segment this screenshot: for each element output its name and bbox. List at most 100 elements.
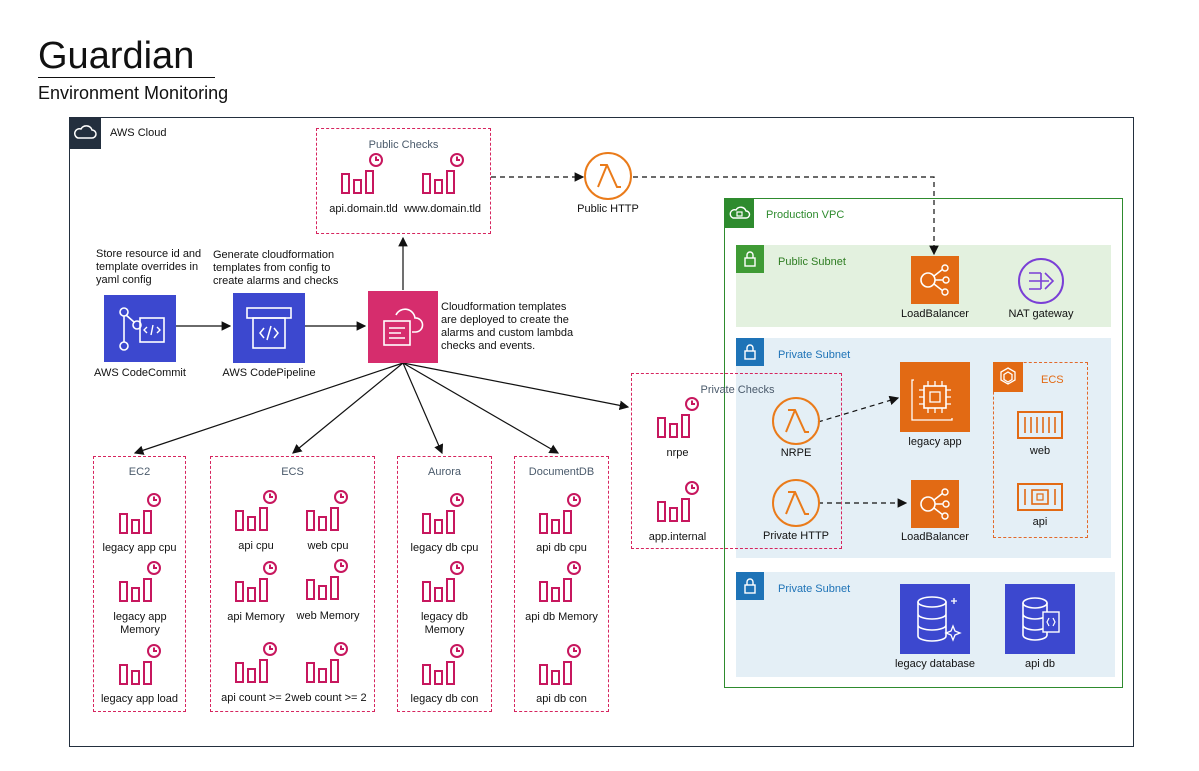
load-balancer-icon — [911, 480, 959, 528]
alarm-icon — [117, 560, 162, 610]
public-checks-title: Public Checks — [368, 139, 439, 151]
alarm-label: api db con — [536, 693, 587, 705]
aws-cloud-icon — [69, 117, 101, 149]
ec2-instance-icon — [900, 362, 970, 432]
alarm-label: web Memory — [296, 610, 360, 622]
arrow-cloudformation-to-documentdb — [402, 362, 560, 454]
cloudformation-icon — [368, 291, 438, 363]
documentdb-title: DocumentDB — [528, 466, 595, 478]
alarm-icon — [339, 152, 384, 202]
codecommit-label: AWS CodeCommit — [94, 367, 186, 379]
private-check-label: app.internal — [648, 531, 707, 543]
title-underline — [38, 77, 215, 78]
lambda-icon — [771, 396, 821, 451]
note-store-config: Store resource id and template overrides… — [96, 248, 202, 286]
alarm-icon — [233, 489, 278, 539]
aurora-title: Aurora — [427, 466, 462, 478]
alarm-icon — [655, 480, 700, 530]
arrow-cloudformation-to-aurora — [402, 362, 444, 455]
alarm-label: legacy app Memory — [113, 611, 167, 636]
public-subnet-label: Public Subnet — [778, 256, 846, 268]
private-loadbalancer-label: LoadBalancer — [901, 531, 969, 543]
api-db-label: api db — [1025, 658, 1055, 670]
alarm-icon — [117, 643, 162, 693]
alarm-icon — [233, 560, 278, 610]
lambda-icon — [771, 478, 821, 533]
alarm-icon — [420, 492, 465, 542]
alarm-icon — [537, 643, 582, 693]
note-generate-templates: Generate cloudformation templates from c… — [213, 249, 339, 287]
alarm-label: web count >= 2 — [291, 692, 367, 704]
arrow-nrpe-to-legacy-app — [817, 395, 900, 423]
private-subnet-1-label: Private Subnet — [778, 349, 851, 361]
ecs-cluster-icon — [993, 362, 1023, 392]
alarm-label: api db Memory — [525, 611, 598, 623]
codecommit-icon — [104, 295, 176, 362]
container-chip-icon — [1016, 480, 1064, 519]
arrow-cloudformation-to-ecs — [292, 362, 404, 454]
alarm-icon — [537, 560, 582, 610]
aurora-database-icon — [900, 584, 970, 654]
alarm-label: legacy db cpu — [410, 542, 479, 554]
alarm-label: web cpu — [307, 540, 349, 552]
arrow-cloudformation-to-private-checks — [402, 362, 630, 411]
arrow-cloudformation-to-ec2 — [133, 362, 404, 455]
public-check-label: www.domain.tld — [403, 203, 482, 215]
note-deploy-templates: Cloudformation templates are deployed to… — [441, 301, 574, 352]
public-loadbalancer-label: LoadBalancer — [901, 308, 969, 320]
aws-cloud-label: AWS Cloud — [110, 127, 167, 139]
alarm-label: legacy app load — [100, 693, 179, 705]
private-check-label: nrpe — [666, 447, 689, 459]
alarm-icon — [655, 396, 700, 446]
alarm-label: legacy db Memory — [420, 611, 469, 636]
private-subnet-2-label: Private Subnet — [778, 583, 851, 595]
ecs-api-label: api — [1032, 516, 1048, 528]
private-http-lambda-label: Private HTTP — [762, 530, 829, 542]
alarm-label: api Memory — [227, 611, 285, 623]
alarm-icon — [304, 558, 349, 608]
public-subnet-lock-icon — [736, 245, 764, 273]
public-checks-group — [316, 128, 491, 234]
vpc-ecs-cluster — [993, 362, 1088, 538]
alarm-icon — [537, 492, 582, 542]
documentdb-group — [514, 456, 609, 712]
alarm-label: api db cpu — [536, 542, 587, 554]
private-checks-group — [631, 373, 842, 549]
aurora-group — [397, 456, 492, 712]
public-check-label: api.domain.tld — [329, 203, 398, 215]
ec2-group — [93, 456, 186, 712]
production-vpc — [724, 198, 1123, 688]
vpc-icon — [724, 198, 754, 228]
ecs-group — [210, 456, 375, 712]
documentdb-icon — [1005, 584, 1075, 654]
legacy-database-label: legacy database — [894, 658, 976, 670]
alarm-icon — [117, 492, 162, 542]
alarm-icon — [304, 641, 349, 691]
public-http-label: Public HTTP — [577, 203, 639, 215]
aws-cloud-container — [69, 117, 1134, 747]
ecs-web-label: web — [1029, 445, 1051, 457]
private-subnet-2-lock-icon — [736, 572, 764, 600]
nrpe-lambda-label: NRPE — [780, 447, 812, 459]
alarm-label: api cpu — [238, 540, 274, 552]
nat-gateway-label: NAT gateway — [1008, 308, 1074, 320]
ecs-title: ECS — [281, 466, 304, 478]
alarm-icon — [420, 560, 465, 610]
container-icon — [1016, 408, 1064, 447]
alarm-label: api count >= 2 — [221, 692, 291, 704]
page-title: Guardian — [38, 35, 195, 77]
lambda-icon — [583, 151, 633, 206]
arrow-public-http-to-loadbalancer — [633, 176, 939, 256]
vpc-label: Production VPC — [766, 209, 845, 221]
alarm-icon — [233, 641, 278, 691]
alarm-icon — [304, 489, 349, 539]
codepipeline-icon — [233, 293, 305, 363]
alarm-label: legacy db con — [410, 693, 479, 705]
private-checks-title: Private Checks — [700, 384, 775, 396]
page-subtitle: Environment Monitoring — [38, 83, 229, 103]
private-subnet-1-lock-icon — [736, 338, 764, 366]
load-balancer-icon — [911, 256, 959, 304]
nat-gateway-icon — [1017, 257, 1065, 310]
legacy-app-label: legacy app — [908, 436, 962, 448]
